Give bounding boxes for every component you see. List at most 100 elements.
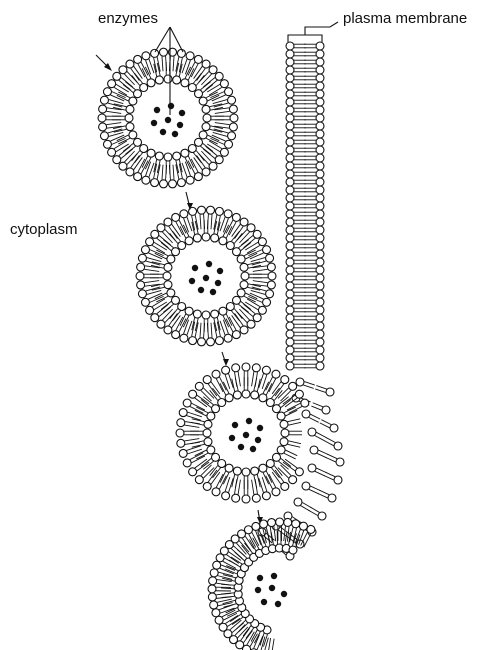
lipid-head: [172, 213, 180, 221]
lipid-head: [208, 593, 216, 601]
lipid-head: [146, 306, 154, 314]
lipid-tail: [194, 66, 203, 78]
lipid-tail: [184, 425, 199, 427]
lipid-tail: [285, 531, 287, 544]
lipid-head: [211, 310, 219, 318]
lipid-head: [207, 206, 215, 214]
lipid-head: [316, 82, 324, 90]
lipid-head: [129, 131, 137, 139]
lipid-tail: [238, 240, 248, 248]
lipid-head: [263, 298, 271, 306]
lipid-tail: [116, 144, 129, 152]
enzyme-dot: [246, 418, 252, 424]
lipid-head: [138, 254, 146, 262]
lipid-tail: [206, 146, 218, 155]
lipid-head: [289, 546, 297, 554]
lipid-head: [316, 258, 324, 266]
lipid-tail: [207, 144, 220, 152]
lipid-head: [316, 346, 324, 354]
lipid-head: [103, 88, 111, 96]
lipid-tail: [221, 588, 234, 589]
lipid-head: [272, 453, 280, 461]
lipid-tail: [176, 317, 183, 330]
lipid-head: [177, 49, 185, 57]
lipid-head: [308, 428, 316, 436]
enzyme-dot: [217, 268, 223, 274]
lipid-head: [225, 464, 233, 472]
enzyme-dot: [238, 444, 244, 450]
lipid-tail: [245, 302, 258, 310]
lipid-head: [151, 230, 159, 238]
lipid-head: [163, 272, 171, 280]
lipid-head: [286, 290, 294, 298]
lipid-head: [172, 296, 180, 304]
lipid-tail: [109, 132, 123, 136]
lipid-head: [203, 376, 211, 384]
enzyme-dot: [189, 278, 195, 284]
lipid-head: [266, 290, 274, 298]
lipid-tail: [238, 480, 240, 495]
lipid-head: [151, 179, 159, 187]
lipid-head: [233, 391, 241, 399]
lipid-head: [215, 207, 223, 215]
lipid-tail: [251, 290, 265, 294]
lipid-tail: [147, 258, 161, 262]
lipid-head: [286, 130, 294, 138]
lipid-tail: [288, 444, 301, 447]
lipid-head: [211, 234, 219, 242]
lipid-head: [225, 140, 233, 148]
lipid-head: [263, 246, 271, 254]
lipid-head: [247, 224, 255, 232]
lipid-head: [299, 522, 307, 530]
lipid-head: [222, 366, 230, 374]
lipid-tail: [159, 307, 171, 316]
lipid-head: [292, 520, 300, 528]
lipid-head: [179, 409, 187, 417]
lipid-tail: [324, 475, 334, 480]
lipid-tail: [313, 403, 323, 407]
lipid-head: [189, 337, 197, 345]
lipid-head: [316, 266, 324, 274]
lipid-head: [98, 114, 106, 122]
lipid-head: [195, 382, 203, 390]
lipid-head: [203, 482, 211, 490]
lipid-head: [286, 74, 294, 82]
lipid-head: [316, 218, 324, 226]
lipid-head: [99, 123, 107, 131]
lipid-tail: [134, 66, 143, 78]
enzyme-dot: [172, 131, 178, 137]
lipid-head: [252, 364, 260, 372]
lipid-head: [157, 320, 165, 328]
enzyme-dot: [192, 265, 198, 271]
lipid-tail: [264, 638, 268, 650]
lipid-head: [207, 446, 215, 454]
lipid-head: [286, 146, 294, 154]
lipid-head: [277, 412, 285, 420]
lipid-head: [194, 138, 202, 146]
lipid-head: [222, 492, 230, 500]
lipid-head: [134, 138, 142, 146]
lipid-head: [232, 364, 240, 372]
lipid-tail: [209, 141, 222, 149]
lipid-tail: [287, 527, 289, 542]
lipid-tail: [138, 159, 145, 172]
lipid-tail: [116, 84, 129, 92]
lipid-head: [316, 98, 324, 106]
lipid-head: [259, 464, 267, 472]
lipid-tail: [241, 307, 253, 316]
lipid-head: [316, 114, 324, 122]
lipid-head: [134, 173, 142, 181]
lipid-head: [316, 194, 324, 202]
lipid-head: [210, 569, 218, 577]
lipid-tail: [191, 441, 204, 444]
lipid-tail: [125, 146, 135, 154]
vesicle-top: [98, 48, 238, 188]
lipid-head: [281, 482, 289, 490]
lipid-head: [316, 274, 324, 282]
lipid-head: [203, 429, 211, 437]
lipid-head: [215, 337, 223, 345]
lipid-head: [209, 577, 217, 585]
lipid-tail: [106, 111, 121, 113]
lipid-head: [262, 492, 270, 500]
lipid-head: [103, 140, 111, 148]
